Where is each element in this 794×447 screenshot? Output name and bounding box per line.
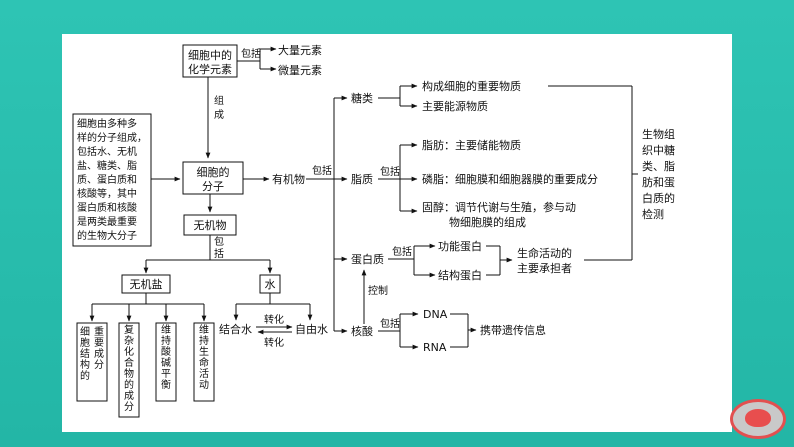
lipid-label: 脂质 [351, 172, 373, 186]
micro-elements-label: 微量元素 [278, 63, 322, 77]
structural-protein-label: 结构蛋白 [438, 268, 482, 282]
rna-label: RNA [423, 341, 447, 354]
fat-label: 脂肪：主要储能物质 [422, 138, 521, 152]
macro-elements-label: 大量元素 [278, 43, 322, 57]
cell-molecule-line2: 分子 [202, 180, 224, 193]
detection-line: 白质的 [642, 191, 675, 205]
inorganic-label: 无机物 [194, 218, 227, 232]
sugar-role-2: 主要能源物质 [422, 99, 488, 113]
salt-func-1: 细胞结构的重要成分 [80, 325, 104, 382]
compose-label-1: 组 [214, 94, 224, 107]
cell-elements-line2: 化学元素 [188, 62, 232, 76]
organic-includes-label: 包括 [312, 164, 332, 177]
salt-label: 无机盐 [130, 277, 163, 291]
cell-elements-box [182, 44, 238, 78]
intro-line: 蛋白质和核酸 [77, 201, 137, 214]
control-label: 控制 [368, 284, 388, 297]
nucleic-includes-label: 包括 [380, 317, 400, 330]
sterol-label-2: 物细胞膜的组成 [449, 215, 526, 229]
cell-molecule-box [182, 161, 244, 195]
detection-line: 织中糖 [642, 143, 675, 157]
convert-label-top: 转化 [264, 313, 284, 326]
functional-protein-label: 功能蛋白 [438, 239, 482, 253]
bound-water-label: 结合水 [219, 322, 252, 336]
intro-line: 质、蛋白质和 [77, 173, 137, 186]
detection-line: 类、脂 [642, 159, 675, 173]
inorganic-includes-1: 包 [214, 235, 224, 248]
dna-label: DNA [423, 308, 448, 321]
life-carrier-2: 主要承担者 [517, 261, 572, 275]
protein-includes-label: 包括 [392, 245, 412, 258]
intro-line: 是两类最重要 [77, 215, 137, 228]
detection-line: 检测 [642, 207, 664, 221]
nucleic-label: 核酸 [351, 324, 373, 338]
sugar-label: 糖类 [351, 91, 373, 105]
protein-label: 蛋白质 [351, 252, 384, 266]
water-label: 水 [265, 278, 276, 291]
sugar-role-1: 构成细胞的重要物质 [422, 79, 521, 93]
salt-func-box [118, 322, 140, 418]
intro-line: 核酸等，其中 [77, 187, 137, 200]
compose-label-2: 成 [214, 109, 224, 121]
phospholipid-label: 磷脂：细胞膜和细胞器膜的重要成分 [422, 172, 598, 186]
salt-func-box [155, 322, 177, 402]
concept-map: 细胞中的 化学元素 包括 大量元素 微量元素 组 成 细胞由多种多 样的分子组成… [72, 43, 675, 418]
salt-func-3: 维持酸碱平衡 [161, 323, 171, 391]
sterol-label-1: 固醇：调节代谢与生殖，参与动 [422, 200, 576, 214]
convert-label-bottom: 转化 [264, 336, 284, 349]
slide-card: 细胞中的 化学元素 包括 大量元素 微量元素 组 成 细胞由多种多 样的分子组成… [62, 34, 732, 432]
lipid-includes-label: 包括 [380, 165, 400, 178]
free-water-label: 自由水 [295, 322, 328, 336]
intro-line: 样的分子组成， [77, 131, 147, 144]
genetic-info-label: 携带遗传信息 [480, 323, 546, 337]
intro-line: 的生物大分子 [77, 229, 137, 242]
salt-func-box [76, 322, 108, 402]
life-carrier-1: 生命活动的 [517, 246, 572, 260]
intro-line: 包括水、无机 [77, 145, 137, 158]
intro-line: 细胞由多种多 [77, 117, 137, 130]
cell-elements-line1: 细胞中的 [188, 48, 232, 62]
organic-label: 有机物 [272, 172, 305, 186]
cell-molecule-line1: 细胞的 [197, 165, 230, 179]
detection-line: 生物组 [642, 127, 675, 141]
salt-func-2: 复杂化合物的成分 [124, 323, 134, 413]
inorganic-includes-2: 括 [214, 247, 224, 260]
salt-func-box [193, 322, 215, 402]
salt-func-4: 维持生命活动 [199, 323, 209, 391]
corner-badge-icon[interactable] [730, 399, 786, 439]
intro-box [72, 113, 152, 247]
intro-line: 盐、糖类、脂 [77, 159, 137, 172]
elements-branch [237, 48, 275, 70]
elements-includes-label: 包括 [241, 47, 261, 60]
detection-line: 肪和蛋 [642, 175, 675, 189]
